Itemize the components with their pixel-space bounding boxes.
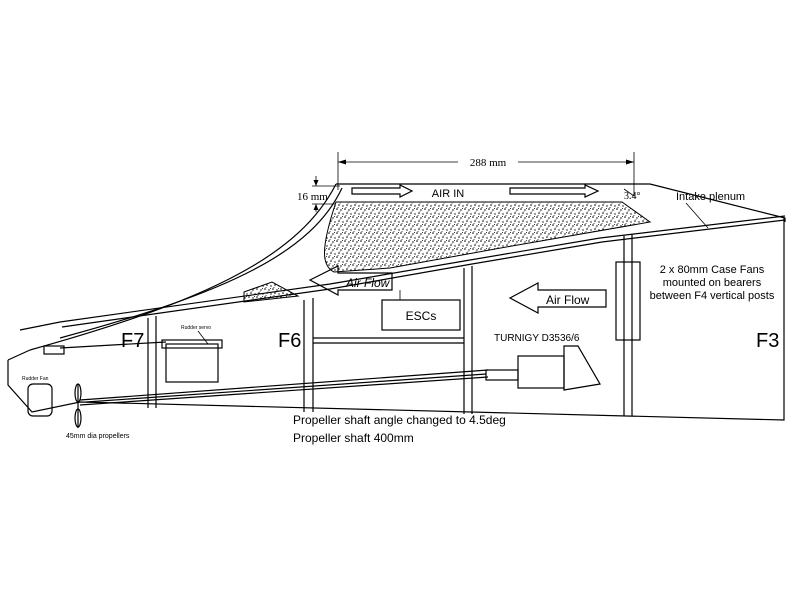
escs-label: ESCs	[406, 309, 437, 323]
frame-f7-label: F7	[121, 330, 144, 352]
air-flow-upper-label: Air Flow	[345, 276, 391, 290]
dimension-16-label: 16 mm	[297, 191, 328, 203]
rudder-fan-label: Rudder Fan	[22, 376, 49, 382]
air-in-label: AIR IN	[432, 188, 464, 200]
frame-f3-label: F3	[756, 330, 779, 352]
propeller-shaft	[79, 369, 489, 406]
intake-plenum-label: Intake plenum	[676, 191, 745, 203]
gravel-fill-upper	[324, 201, 652, 273]
escs-box	[381, 299, 461, 331]
propellers-label: 45mm dia propellers	[66, 433, 130, 440]
intake-plenum-leader	[685, 202, 709, 229]
rudder-servo: Rudder servo	[43, 325, 223, 383]
bulkheads	[147, 234, 633, 416]
hull-bottom	[7, 218, 785, 421]
angle-label: 3.4°	[624, 191, 641, 202]
motor-label: TURNIGY D3536/6	[494, 333, 580, 344]
dimension-288-label: 288 mm	[470, 157, 507, 169]
propeller-icon	[74, 383, 82, 428]
air-flow-right-label: Air Flow	[546, 293, 590, 307]
fans-line-1: 2 x 80mm Case Fans	[660, 264, 765, 276]
motor: TURNIGY D3536/6	[485, 333, 601, 391]
air-in-arrows: AIR IN 3.4°	[351, 184, 641, 202]
plenum-floor	[19, 215, 786, 331]
note-shaft-length: Propeller shaft 400mm	[293, 431, 414, 445]
dimension-16mm: 16 mm	[297, 176, 340, 212]
note-shaft-angle: Propeller shaft angle changed to 4.5deg	[293, 413, 506, 427]
frame-f6-label: F6	[278, 330, 301, 352]
dimension-288mm: 288 mm	[337, 152, 635, 196]
case-fan-block	[615, 261, 641, 341]
fans-line-3: between F4 vertical posts	[650, 290, 775, 302]
rudder-fan: Rudder Fan	[22, 376, 53, 417]
air-flow-right: Air Flow	[508, 281, 607, 315]
air-flow-upper: Air Flow	[308, 265, 393, 297]
rudder-servo-label: Rudder servo	[181, 325, 211, 331]
fans-line-2: mounted on bearers	[663, 277, 762, 289]
